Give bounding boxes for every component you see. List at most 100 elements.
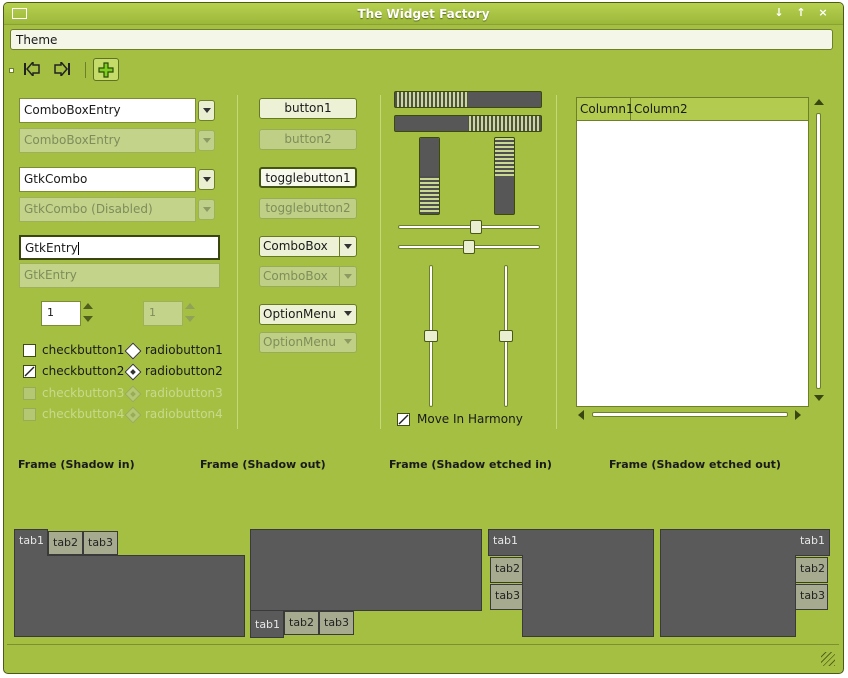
frame-label-shadow-etched-out: Frame (Shadow etched out) xyxy=(609,458,781,471)
frame-label-shadow-in: Frame (Shadow in) xyxy=(18,458,135,471)
scroll-down-icon[interactable] xyxy=(814,395,824,401)
window-menu-icon[interactable] xyxy=(12,8,27,19)
frame-label-shadow-out: Frame (Shadow out) xyxy=(200,458,326,471)
optionmenu-2-value: OptionMenu xyxy=(263,335,336,349)
move-in-harmony-box[interactable] xyxy=(397,413,410,426)
separator-3 xyxy=(556,95,557,429)
notebook-2-tab-1[interactable]: tab1 xyxy=(250,611,284,638)
gtkcombo-1-dropdown[interactable] xyxy=(198,169,215,190)
radiobutton-2-indicator[interactable] xyxy=(124,363,142,381)
checkbutton-1-box[interactable] xyxy=(23,344,36,357)
scroll-left-icon[interactable] xyxy=(578,410,584,420)
toolbar xyxy=(4,57,304,83)
optionmenu-1-value: OptionMenu xyxy=(263,307,336,321)
gtkentry-1-input[interactable]: GtkEntry xyxy=(19,235,220,260)
radiobutton-3-label: radiobutton3 xyxy=(145,386,223,400)
spinbutton-1-arrows[interactable] xyxy=(82,301,94,326)
vertical-scroll-thumb[interactable] xyxy=(816,113,821,389)
vscale-1-slider[interactable] xyxy=(424,330,438,342)
scroll-up-icon[interactable] xyxy=(814,99,824,105)
toolbar-separator xyxy=(85,62,86,78)
gtkcombo-1-input[interactable]: GtkCombo xyxy=(19,167,196,192)
text-cursor xyxy=(77,242,79,255)
gtkcombo-2-input: GtkCombo (Disabled) xyxy=(19,197,196,222)
progress-fill-h2 xyxy=(395,116,468,131)
comboboxentry-2-dropdown xyxy=(198,130,215,151)
radiobutton-1-indicator[interactable] xyxy=(124,342,142,360)
comboboxentry-2-input: ComboBoxEntry xyxy=(19,128,196,153)
comboboxentry-1-dropdown[interactable] xyxy=(198,100,215,121)
hscale-1-trough[interactable] xyxy=(398,225,540,229)
notebook-2-tab-2[interactable]: tab2 xyxy=(284,611,319,635)
theme-menu[interactable]: Theme xyxy=(10,29,833,50)
title-bar[interactable]: The Widget Factory ↓ ↑ × xyxy=(4,3,843,25)
combobox-1[interactable]: ComboBox xyxy=(259,236,357,257)
resize-grip-icon[interactable] xyxy=(821,652,835,666)
add-button[interactable] xyxy=(93,58,119,81)
comboboxentry-1-input[interactable]: ComboBoxEntry xyxy=(19,98,196,123)
notebook-1-tab-3[interactable]: tab3 xyxy=(83,531,118,555)
chevron-down-icon xyxy=(339,237,356,256)
notebook-4-page xyxy=(660,529,796,637)
hscale-1-slider[interactable] xyxy=(470,220,483,234)
horizontal-scroll-thumb[interactable] xyxy=(592,412,788,417)
togglebutton-2: togglebutton2 xyxy=(259,198,357,219)
radiobutton-3-indicator xyxy=(124,385,142,403)
chevron-down-icon xyxy=(344,311,352,316)
spinbutton-1[interactable]: 1 xyxy=(41,301,81,326)
notebook-4-tab-1[interactable]: tab1 xyxy=(795,529,830,556)
maximize-icon[interactable]: ↑ xyxy=(796,6,806,19)
notebook-3-tab-2[interactable]: tab2 xyxy=(490,557,523,583)
separator-2 xyxy=(380,95,381,429)
combobox-2: ComboBox xyxy=(259,266,357,287)
button-2: button2 xyxy=(259,129,357,150)
vscale-2-slider[interactable] xyxy=(499,330,513,342)
scroll-right-icon[interactable] xyxy=(795,410,801,420)
close-icon[interactable]: × xyxy=(818,6,828,19)
radiobutton-1-label[interactable]: radiobutton1 xyxy=(145,343,223,357)
chevron-down-icon xyxy=(339,267,356,286)
minimize-icon[interactable]: ↓ xyxy=(774,6,784,19)
combobox-1-value: ComboBox xyxy=(263,239,328,253)
combobox-2-value: ComboBox xyxy=(263,269,328,283)
separator-1 xyxy=(237,95,238,429)
notebook-3-page xyxy=(522,529,654,637)
gtkcombo-2-dropdown xyxy=(198,199,215,220)
progress-bar-h2 xyxy=(394,115,542,132)
progress-bar-v1 xyxy=(419,137,440,215)
go-last-icon[interactable] xyxy=(51,59,73,79)
checkbutton-1-label[interactable]: checkbutton1 xyxy=(42,343,125,357)
button-1[interactable]: button1 xyxy=(259,98,357,119)
notebook-3-tab-1[interactable]: tab1 xyxy=(488,529,523,556)
notebook-2-tab-3[interactable]: tab3 xyxy=(319,611,354,635)
checkbutton-4-label: checkbutton4 xyxy=(42,407,125,421)
checkbutton-2-box[interactable] xyxy=(23,365,36,378)
add-icon xyxy=(98,61,114,78)
notebook-1-tab-1[interactable]: tab1 xyxy=(14,529,48,556)
column-header-2[interactable]: Column2 xyxy=(634,102,688,116)
status-bar xyxy=(7,644,839,670)
column-header-1[interactable]: Column1 xyxy=(577,98,634,121)
move-in-harmony-label[interactable]: Move In Harmony xyxy=(417,412,523,426)
toolbar-grip[interactable] xyxy=(9,68,14,73)
vertical-scrollbar[interactable] xyxy=(811,97,829,407)
notebook-4-tab-3[interactable]: tab3 xyxy=(795,584,828,610)
window: The Widget Factory ↓ ↑ × Theme ComboBoxE… xyxy=(3,2,844,674)
horizontal-scrollbar[interactable] xyxy=(576,408,809,422)
tree-view[interactable]: Column1 Column2 xyxy=(576,97,809,407)
optionmenu-1[interactable]: OptionMenu xyxy=(259,304,357,325)
notebook-3-tab-3[interactable]: tab3 xyxy=(490,584,523,610)
go-first-icon[interactable] xyxy=(21,59,43,79)
notebook-1-tab-2[interactable]: tab2 xyxy=(48,531,83,555)
notebook-4-tab-2[interactable]: tab2 xyxy=(795,557,828,583)
radiobutton-2-label[interactable]: radiobutton2 xyxy=(145,364,223,378)
togglebutton-1[interactable]: togglebutton1 xyxy=(259,167,357,188)
progress-fill-v2 xyxy=(495,176,514,214)
progress-bar-h1 xyxy=(394,91,542,108)
hscale-2-slider[interactable] xyxy=(463,240,475,254)
radiobutton-4-label: radiobutton4 xyxy=(145,407,223,421)
frame-label-shadow-etched-in: Frame (Shadow etched in) xyxy=(389,458,552,471)
chevron-down-icon xyxy=(344,339,352,344)
checkbutton-2-label[interactable]: checkbutton2 xyxy=(42,364,125,378)
spinbutton-2-arrows xyxy=(184,301,196,326)
